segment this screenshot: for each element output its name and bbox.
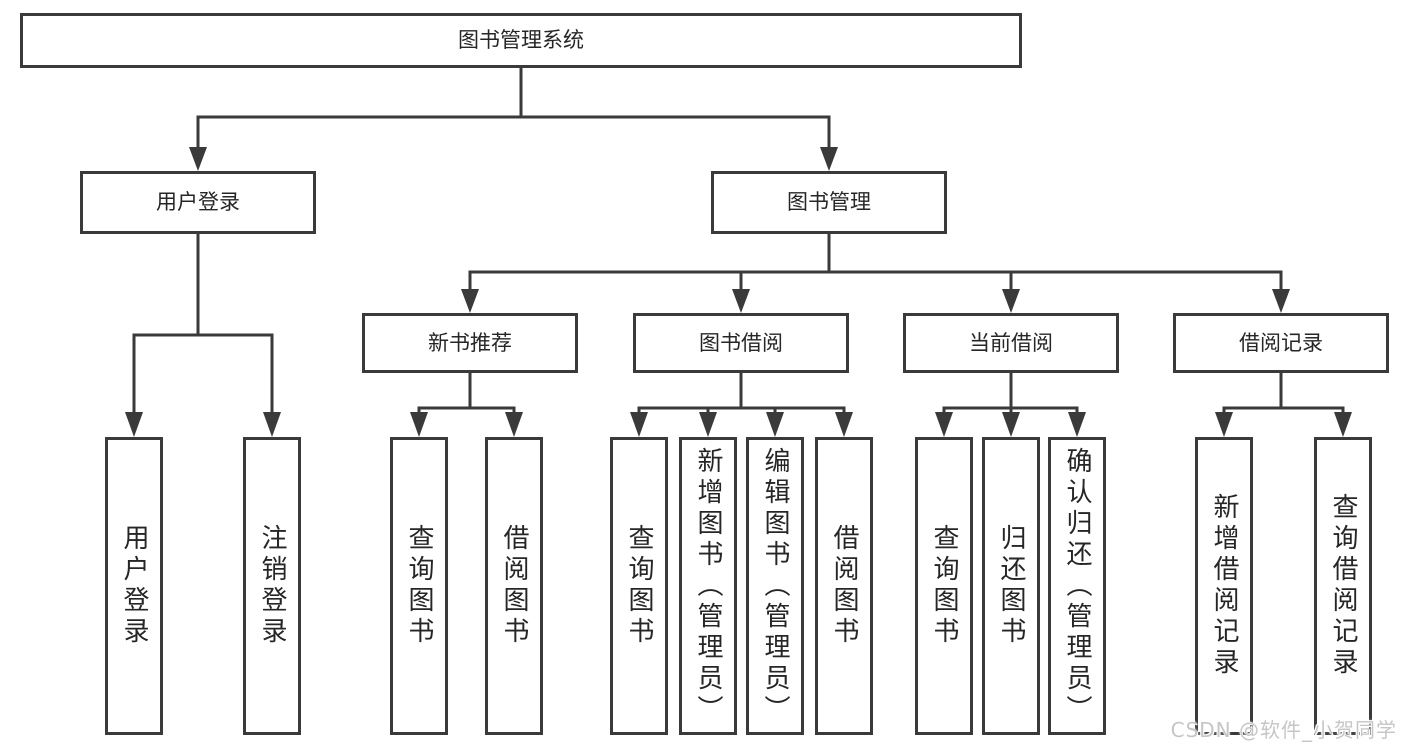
node-borrowing-records-label: 借阅记录: [1239, 330, 1323, 355]
leaf-confirm-return-admin: 确认归还（管理员）: [1048, 437, 1106, 735]
leaf-borrow-books-recommend: 借阅图书: [485, 437, 543, 735]
leaf-add-books-admin: 新增图书（管理员）: [679, 437, 737, 735]
arrowhead: [263, 412, 281, 437]
leaf-label: 用户登录: [119, 524, 149, 648]
leaf-label: 确认归还（管理员）: [1062, 446, 1092, 726]
leaf-label: 新增图书（管理员）: [693, 446, 723, 726]
arrowhead: [630, 412, 648, 437]
connector-borrowing-split: [637, 406, 846, 414]
node-root-label: 图书管理系统: [458, 28, 584, 52]
node-new-book-recommend: 新书推荐: [362, 313, 578, 373]
leaf-label: 查询图书: [929, 524, 959, 648]
leaf-query-books-borrowing: 查询图书: [610, 437, 668, 735]
node-root: 图书管理系统: [20, 13, 1022, 68]
arrowhead: [766, 412, 784, 437]
leaf-query-borrow-record: 查询借阅记录: [1314, 437, 1372, 735]
arrowhead: [1068, 412, 1086, 437]
leaf-label: 编辑图书（管理员）: [760, 446, 790, 726]
arrowhead: [1002, 412, 1020, 437]
arrowhead: [835, 412, 853, 437]
leaf-query-books-current: 查询图书: [915, 437, 973, 735]
node-borrowing-records: 借阅记录: [1173, 313, 1389, 373]
leaf-label: 注销登录: [257, 524, 287, 648]
arrowhead: [820, 147, 838, 171]
arrowhead: [1334, 412, 1352, 437]
node-user-login: 用户登录: [80, 171, 316, 234]
node-current-borrowing-label: 当前借阅: [969, 330, 1053, 355]
arrowhead: [1272, 289, 1290, 313]
node-book-borrowing: 图书借阅: [633, 313, 849, 373]
connector-records-split: [1222, 406, 1345, 414]
leaf-logout: 注销登录: [243, 437, 301, 735]
arrowhead: [1002, 289, 1020, 313]
arrowhead: [935, 412, 953, 437]
leaf-edit-books-admin: 编辑图书（管理员）: [746, 437, 804, 735]
leaf-borrow-books: 借阅图书: [815, 437, 873, 735]
leaf-add-borrow-record: 新增借阅记录: [1195, 437, 1253, 735]
node-new-book-recommend-label: 新书推荐: [428, 330, 512, 355]
leaf-label: 查询图书: [624, 524, 654, 648]
leaf-return-books: 归还图书: [982, 437, 1040, 735]
leaf-label: 借阅图书: [499, 524, 529, 648]
arrowhead: [410, 412, 428, 437]
arrowhead: [505, 412, 523, 437]
leaf-label: 查询借阅记录: [1328, 493, 1358, 679]
connector-root-split: [196, 115, 831, 148]
connector-recommend-split: [417, 406, 516, 414]
node-book-management: 图书管理: [711, 171, 947, 234]
arrowhead: [125, 412, 143, 437]
leaf-label: 新增借阅记录: [1209, 493, 1239, 679]
node-current-borrowing: 当前借阅: [903, 313, 1119, 373]
node-book-management-label: 图书管理: [787, 190, 871, 214]
leaf-query-books-recommend: 查询图书: [390, 437, 448, 735]
connector-userlogin-split: [132, 333, 274, 412]
leaf-label: 借阅图书: [829, 524, 859, 648]
arrowhead: [189, 147, 207, 171]
watermark: CSDN @软件_小贺同学: [1170, 718, 1397, 742]
leaf-label: 归还图书: [996, 524, 1026, 648]
node-user-login-label: 用户登录: [156, 190, 240, 214]
arrowhead: [1215, 412, 1233, 437]
arrowhead: [699, 412, 717, 437]
arrowhead: [732, 289, 750, 313]
node-book-borrowing-label: 图书借阅: [699, 330, 783, 355]
connector-bookmgmt-split: [468, 270, 1283, 290]
leaf-user-login: 用户登录: [105, 437, 163, 735]
arrowhead: [461, 289, 479, 313]
leaf-label: 查询图书: [404, 524, 434, 648]
